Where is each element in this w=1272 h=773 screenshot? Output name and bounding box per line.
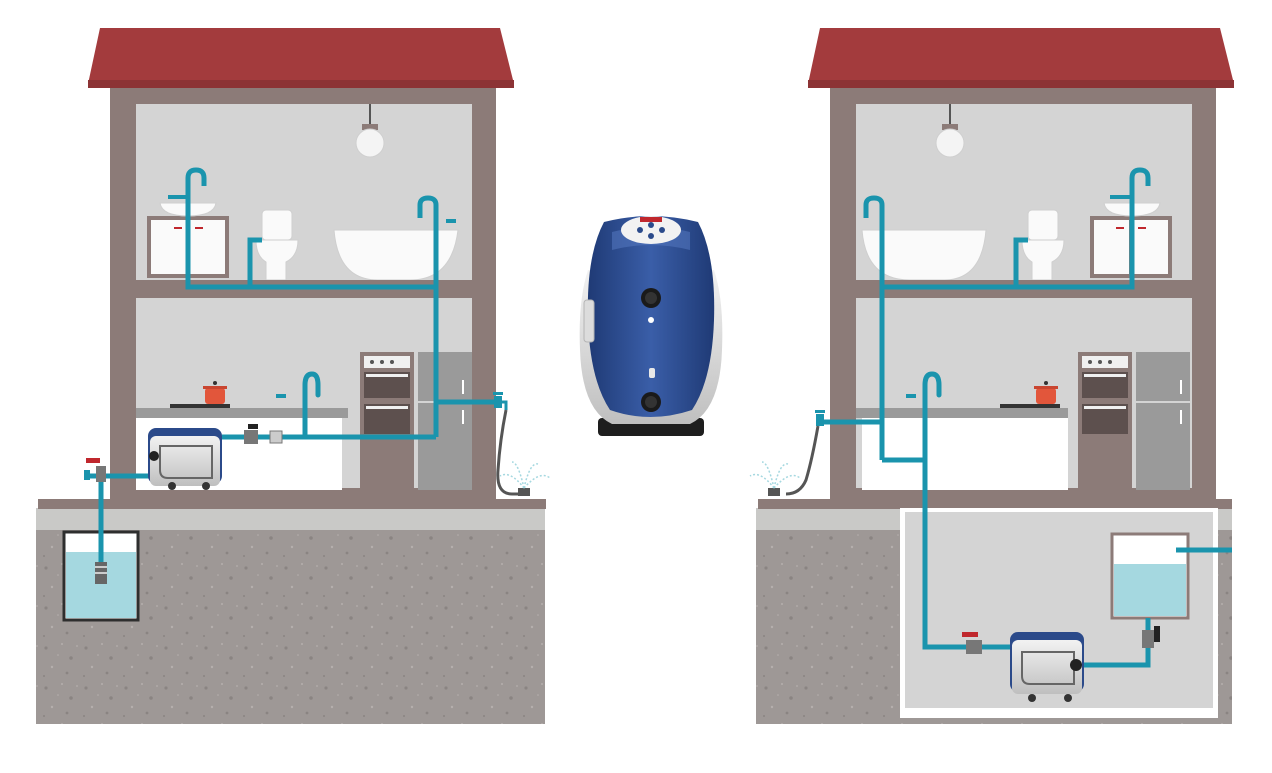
garden-hose [496,409,520,496]
roof-icon [808,28,1234,88]
cooking-pot-icon [203,381,227,404]
kitchen-tap-icon [276,371,321,411]
fridge-icon [418,352,472,490]
sprinkler-icon [749,461,801,496]
right-foundation [758,499,1232,509]
ceiling-lamp-icon [935,104,965,158]
ceiling-lamp-icon [355,104,385,158]
toilet-icon [1021,209,1065,281]
bath-tap-handle [446,219,456,223]
right-bath-riser-pipe [863,195,885,460]
right-counter-cabinet [862,418,1068,490]
left-ground-surface [36,508,545,530]
right-basin-tap-pipe [1129,167,1151,195]
pump-icon [148,428,222,490]
toilet-pipe [247,237,262,287]
left-cooktop [170,404,230,408]
garden-tap-icon [493,392,508,410]
foot-valve-icon [95,562,107,584]
black-valve-icon [1142,626,1160,648]
garden-tap-icon [815,410,825,426]
sprinkler-icon [499,461,551,496]
right-garden-hose [785,425,820,496]
left-counter-top [136,408,348,418]
red-valve-icon [84,458,106,482]
roof-icon [88,28,514,88]
fridge-icon [1136,352,1190,490]
pump-icon [1010,632,1084,702]
red-valve-icon [962,632,982,654]
left-upper-supply-pipe [185,195,436,290]
oven-icon [1078,352,1132,490]
right-counter-top [856,408,1068,418]
left-foundation [38,499,546,509]
bath-riser-pipe [417,195,439,437]
black-valve-icon [244,424,283,444]
storage-tank-icon [1110,532,1190,620]
cooking-pot-icon [1034,381,1058,404]
basin-tap-pipe [185,167,207,195]
kitchen-tap-icon [906,371,942,443]
oven-icon [360,352,414,490]
right-toilet-pipe [1013,237,1028,287]
toilet-icon [255,209,299,281]
left-house [36,28,551,724]
right-house [749,28,1234,724]
right-cooktop [1000,404,1060,408]
right-upper-supply-pipe [882,195,1135,290]
booster-pump-icon [579,216,723,436]
